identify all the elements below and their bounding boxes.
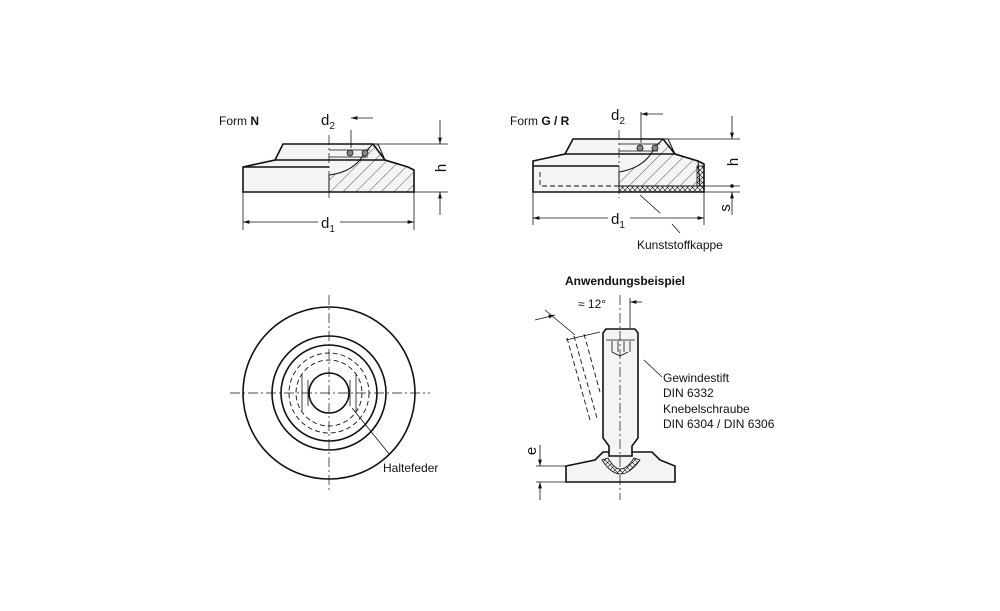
- dim-h-gr: h: [725, 158, 742, 166]
- knebelschraube-label: Knebelschraube: [663, 402, 750, 416]
- gewindestift-label: Gewindestift: [663, 371, 730, 385]
- top-view: Haltefeder: [230, 295, 438, 490]
- form-n-section-view: Form N d2 h d1: [219, 112, 450, 235]
- dim-d1: d1: [321, 215, 335, 235]
- haltefeder-label: Haltefeder: [383, 461, 438, 475]
- form-n-label: Form N: [219, 114, 259, 128]
- dim-d2-gr: d2: [611, 107, 625, 127]
- anwendungsbeispiel-title: Anwendungsbeispiel: [565, 274, 685, 288]
- angle-label: ≈ 12°: [578, 297, 606, 311]
- form-gr-label: Form G / R: [510, 114, 570, 128]
- dim-e: e: [523, 447, 540, 455]
- application-example: Anwendungsbeispiel ≈ 12° Gewindestift DI…: [523, 274, 775, 500]
- dim-h: h: [433, 164, 450, 172]
- dim-d2: d2: [321, 112, 335, 132]
- kunststoffkappe-label: Kunststoffkappe: [637, 238, 723, 252]
- form-gr-section-view: Form G / R d2 h s d1 Kunststoffkappe: [510, 107, 742, 252]
- din6304-label: DIN 6304 / DIN 6306: [663, 417, 775, 431]
- dim-s: s: [717, 204, 734, 212]
- din6332-label: DIN 6332: [663, 386, 714, 400]
- dim-d1-gr: d1: [611, 211, 625, 231]
